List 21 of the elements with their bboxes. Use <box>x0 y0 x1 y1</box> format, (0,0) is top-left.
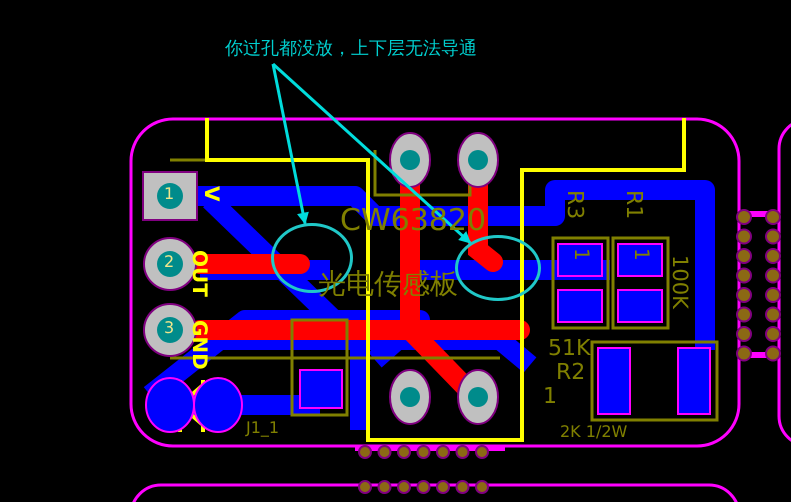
pin-label: GND <box>190 320 210 370</box>
pin-label: OUT <box>190 250 210 297</box>
pin-label: V <box>202 186 222 202</box>
pad-number: 2 <box>164 254 174 270</box>
component-designator: R2 <box>556 362 586 384</box>
pad-number: 1 <box>164 186 174 202</box>
pin-marker: 1 <box>543 386 557 408</box>
pin-marker: 1 <box>632 248 652 261</box>
pin-marker: 1 <box>572 248 592 261</box>
component-designator: J1_1 <box>246 420 280 436</box>
component-value: 100K <box>669 255 690 309</box>
component-value: 51K <box>548 338 590 360</box>
highlight-circle <box>455 235 541 301</box>
arrow <box>272 64 309 225</box>
annotation-text: 你过孔都没放，上下层无法导通 <box>225 36 525 58</box>
pad-number: 3 <box>164 320 174 336</box>
component-value: 2K 1/2W <box>560 424 628 440</box>
arrow <box>272 62 472 244</box>
silkscreen-text: CW63820 <box>340 206 486 236</box>
component-designator: R3 <box>563 190 585 220</box>
component-designator: R1 <box>622 190 644 220</box>
